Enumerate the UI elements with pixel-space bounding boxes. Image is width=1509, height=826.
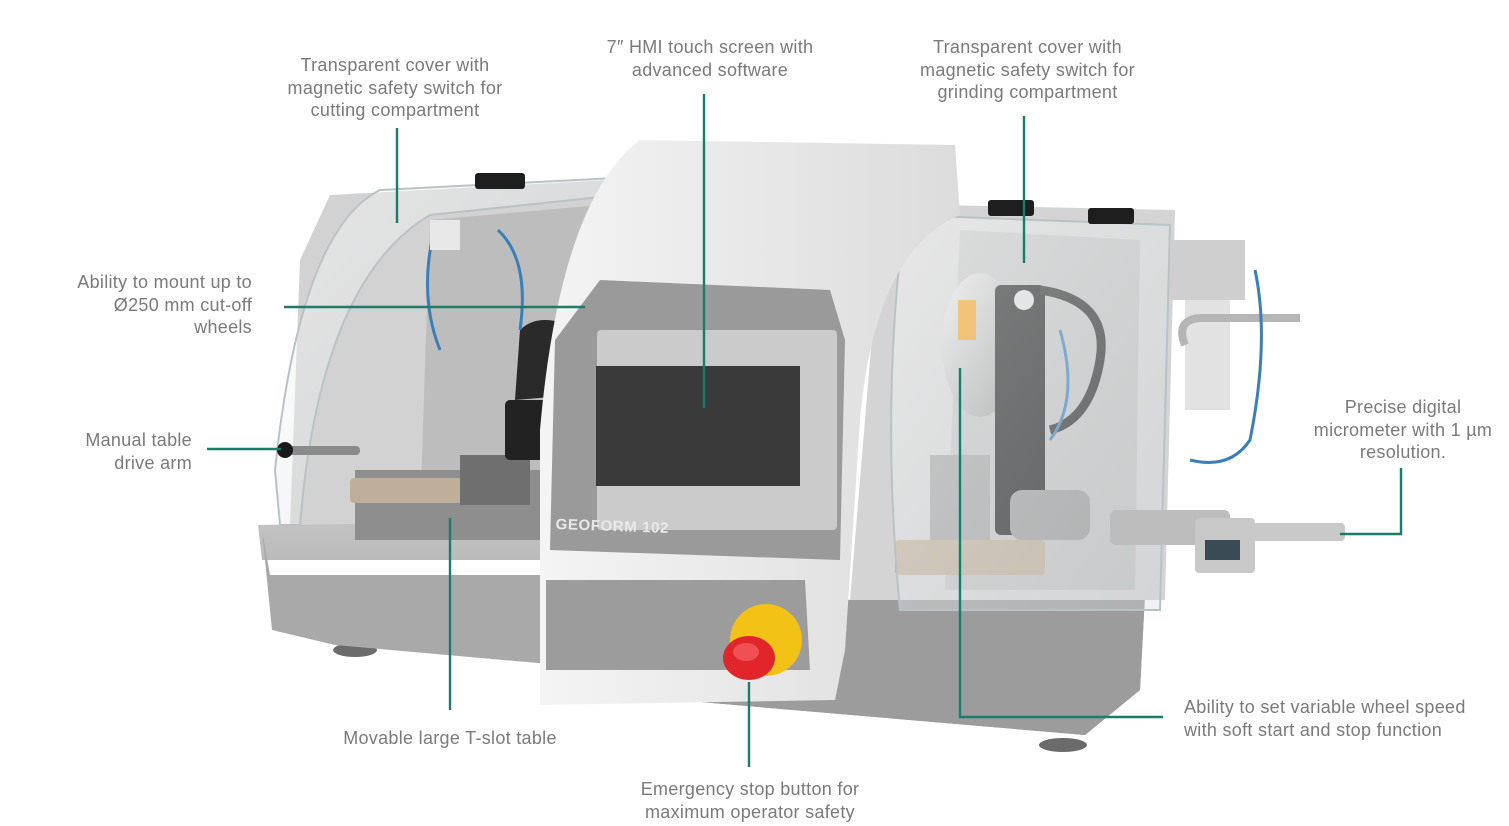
callout-line: 7″ HMI touch screen with (606, 37, 814, 57)
callout-line: Emergency stop button for (640, 779, 860, 799)
callout-cover-grinding: Transparent cover with magnetic safety s… (905, 36, 1150, 104)
callout-wheel-speed: Ability to set variable wheel speed with… (1184, 696, 1484, 741)
emergency-stop (723, 604, 802, 680)
callout-mount: Ability to mount up to Ø250 mm cut-off w… (30, 271, 252, 339)
callout-line: micrometer with 1 µm (1313, 419, 1493, 440)
callout-line: wheels (194, 317, 252, 337)
leader-micrometer (1340, 468, 1403, 536)
callout-line: with soft start and stop function (1184, 719, 1443, 740)
micrometer-assembly (1110, 240, 1345, 573)
callout-line: cutting compartment (310, 100, 480, 120)
callout-tslot: Movable large T-slot table (320, 727, 580, 750)
callout-line: drive arm (114, 452, 192, 473)
callout-line: Ø250 mm cut-off (113, 294, 252, 315)
callout-hmi: 7″ HMI touch screen with advanced softwa… (590, 36, 830, 81)
callout-line: Ability to mount up to (77, 272, 252, 292)
callout-line: Transparent cover with (932, 37, 1122, 57)
cutting-compartment (290, 180, 610, 540)
callout-emergency: Emergency stop button for maximum operat… (620, 778, 880, 823)
grinding-cover (890, 200, 1172, 611)
callout-cover-cutting: Transparent cover with magnetic safety s… (275, 54, 515, 122)
callout-line: maximum operator safety (645, 801, 855, 822)
callout-line: advanced software (631, 59, 789, 80)
cutting-cover (273, 173, 622, 526)
callout-line: Manual table (85, 430, 192, 450)
callout-drive-arm: Manual table drive arm (40, 429, 192, 474)
callout-line: resolution. (1359, 442, 1447, 462)
leader-lines (207, 94, 1403, 767)
callout-line: grinding compartment (937, 82, 1118, 102)
callout-line: magnetic safety switch for (287, 77, 503, 98)
callout-line: Ability to set variable wheel speed (1184, 697, 1466, 717)
drive-arm (277, 442, 360, 458)
leader-wheel-speed (958, 368, 1163, 719)
callout-line: Transparent cover with (300, 55, 490, 75)
callout-micrometer: Precise digital micrometer with 1 µm res… (1303, 396, 1503, 464)
callout-line: magnetic safety switch for (920, 59, 1135, 80)
callout-line: Movable large T-slot table (343, 728, 557, 748)
callout-line: Precise digital (1344, 397, 1462, 417)
